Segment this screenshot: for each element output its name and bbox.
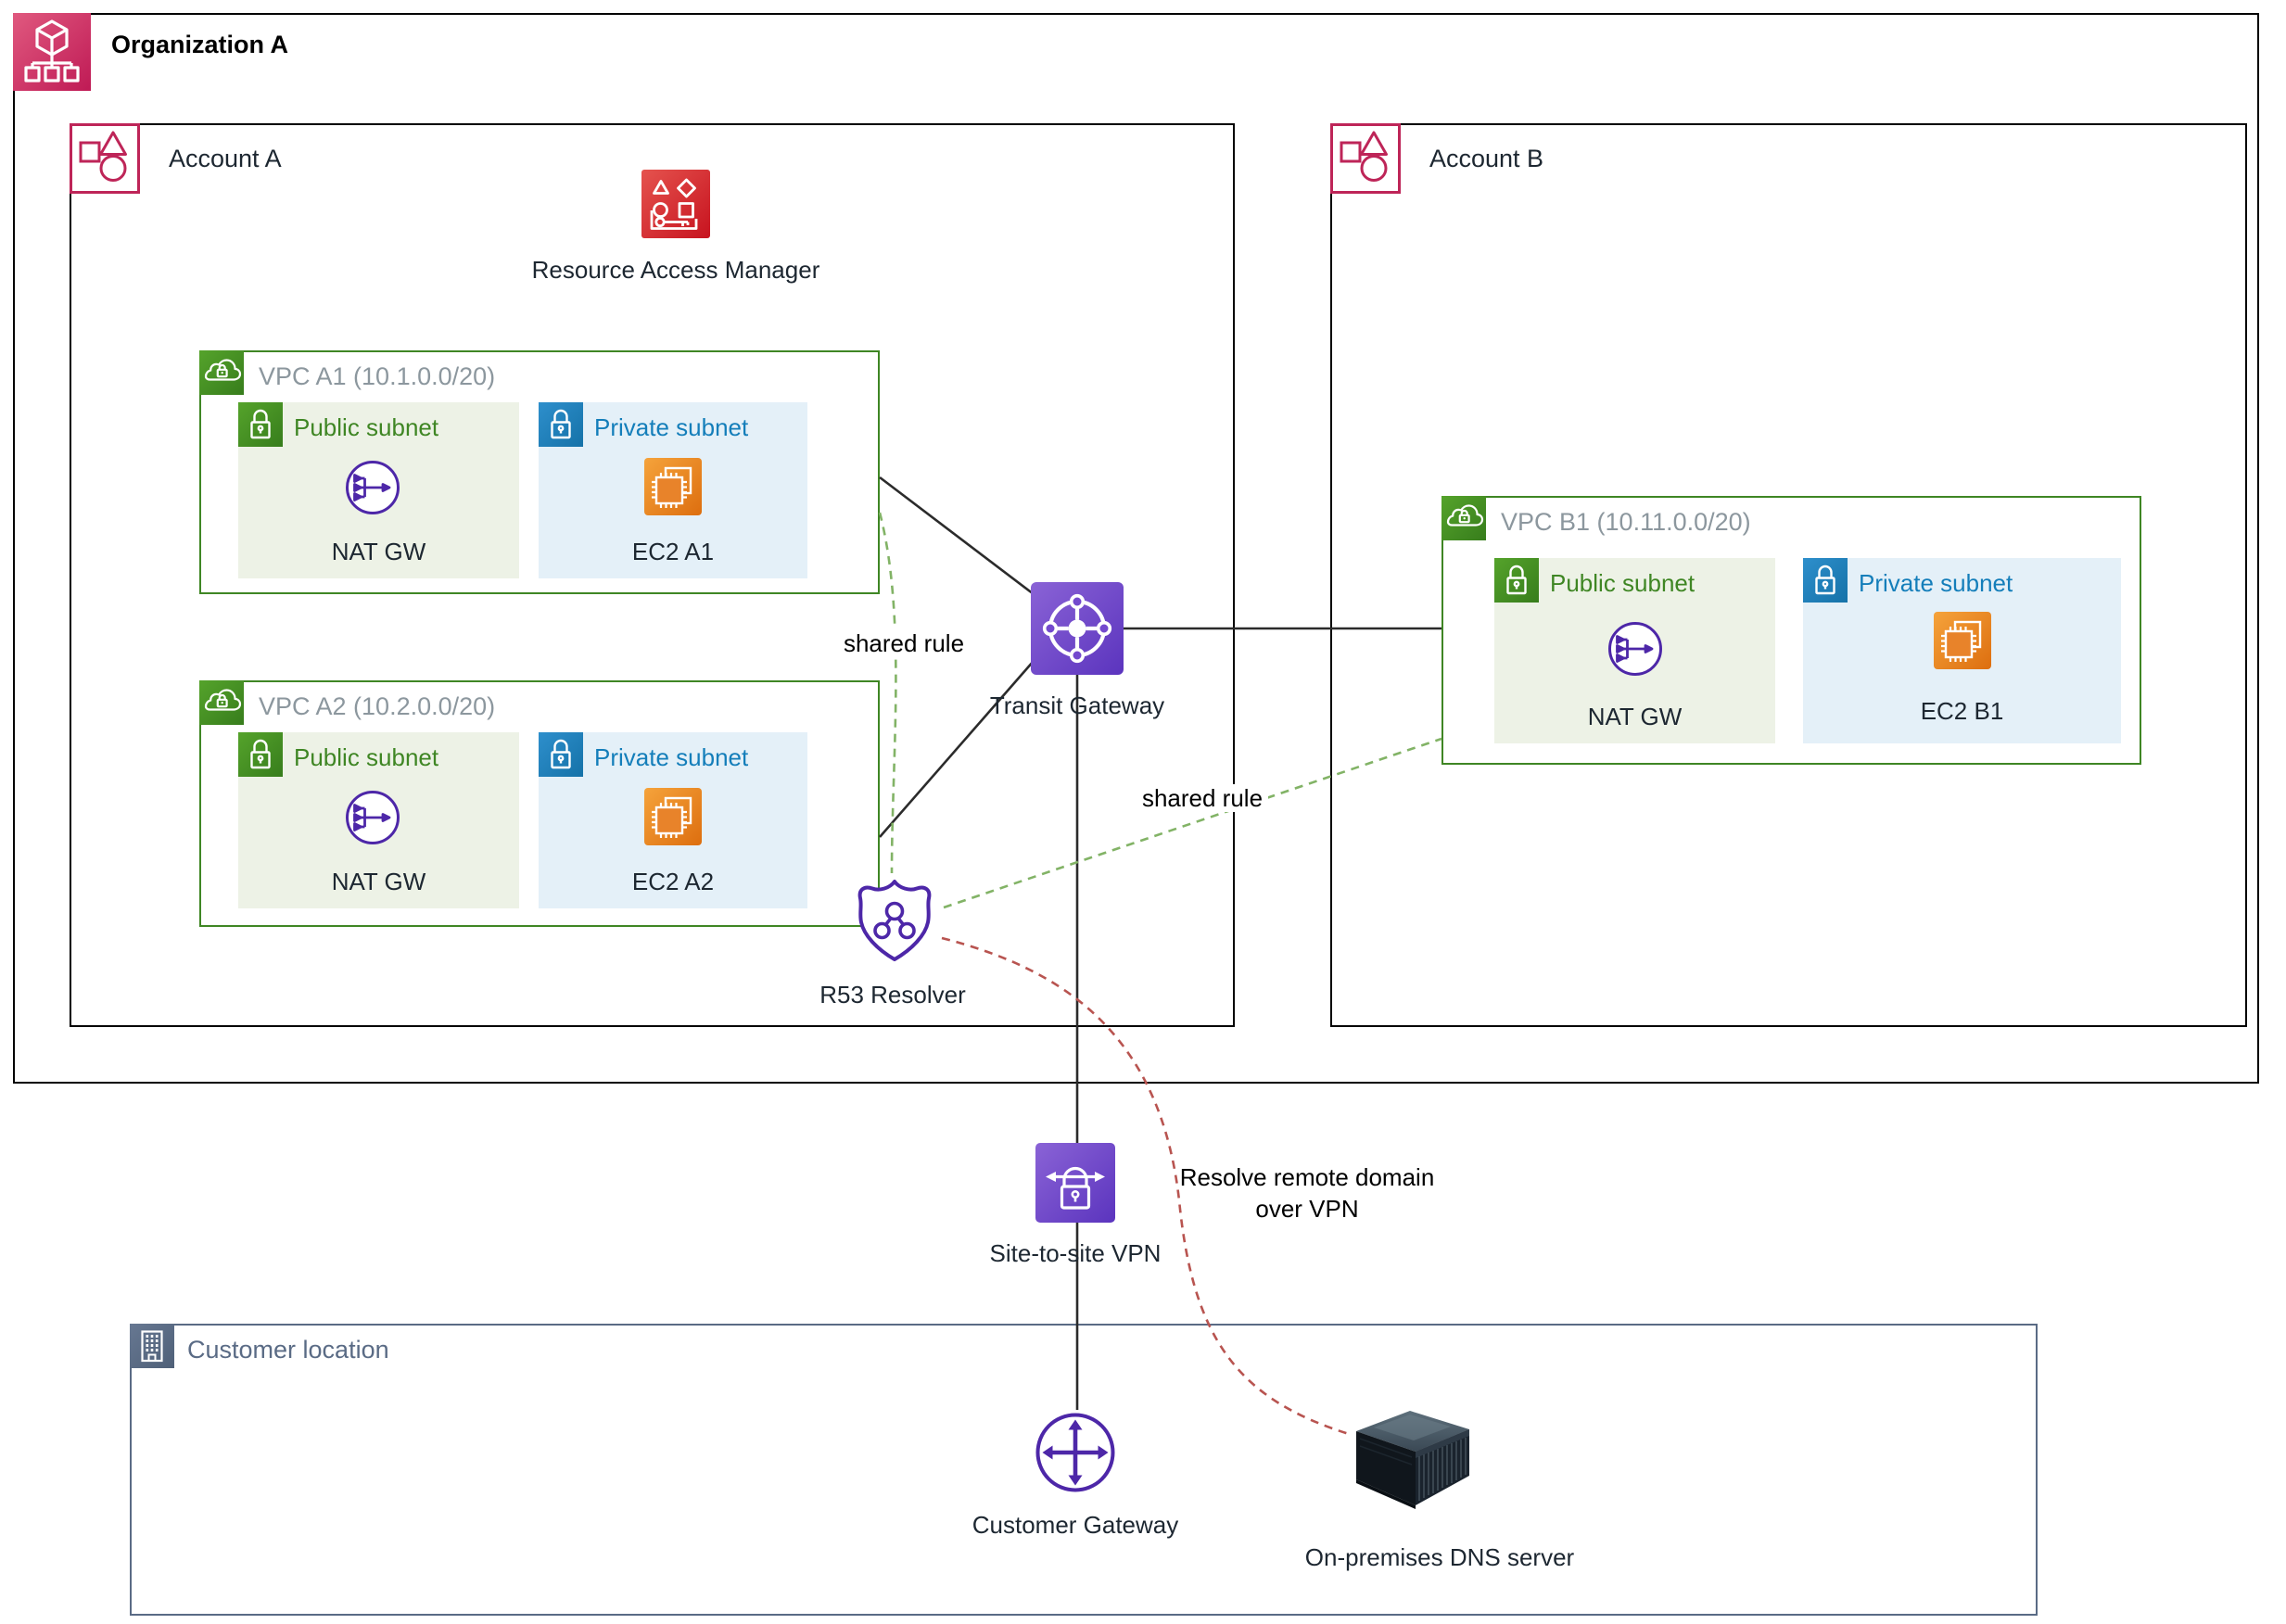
private-subnet-lock-icon [1803,558,1848,603]
account-a-container [70,123,1235,1027]
public-subnet-lock-icon [1494,558,1539,603]
site-to-site-vpn-label: Site-to-site VPN [989,1239,1162,1267]
ec2-label: EC2 B1 [1920,697,2004,725]
ec2-label: EC2 A1 [631,538,715,565]
shared-rule-annotation-left: shared rule [811,629,997,658]
organization-a-label: Organization A [111,31,289,58]
vpc-a2-container: VPC A2 (10.2.0.0/20) Public subnet [199,680,880,927]
private-subnet-label: Private subnet [594,743,749,771]
private-subnet-label: Private subnet [1859,569,2013,597]
vpc-b1-title: VPC B1 (10.11.0.0/20) [1501,508,1751,536]
vpc-icon [199,350,244,395]
vpc-icon [199,680,244,725]
public-subnet-label: Public subnet [294,743,439,771]
r53-resolver-icon [848,876,941,972]
nat-gw-label: NAT GW [1587,703,1683,730]
customer-location-label: Customer location [187,1336,389,1364]
ec2-icon [644,458,702,515]
shared-rule-annotation-right: shared rule [1110,784,1295,813]
account-b-label: Account B [1429,145,1544,172]
dns-server-image [1332,1402,1494,1511]
account-b-container [1330,123,2247,1027]
private-subnet-label: Private subnet [594,413,749,441]
customer-gateway-label: Customer Gateway [972,1511,1179,1539]
vpc-a2-title: VPC A2 (10.2.0.0/20) [259,692,496,720]
public-subnet-label: Public subnet [294,413,439,441]
vpc-a1-private-subnet: Private subnet EC2 A1 [539,402,807,578]
dns-server-label: On-premises DNS server [1304,1543,1575,1571]
public-subnet-lock-icon [238,402,283,447]
customer-gateway-icon [1033,1410,1118,1495]
site-to-site-vpn-icon [1035,1143,1115,1223]
vpc-a2-private-subnet: Private subnet EC2 A2 [539,732,807,908]
resolve-remote-domain-annotation: Resolve remote domain over VPN [1179,1163,1435,1223]
account-a-icon [70,123,140,194]
r53-resolver-label: R53 Resolver [819,981,966,1009]
private-subnet-lock-icon [539,402,583,447]
nat-gateway-icon [343,788,402,847]
account-a-label: Account A [169,145,282,172]
organizations-icon [13,13,91,91]
nat-gateway-icon [343,458,402,517]
vpc-a1-title: VPC A1 (10.1.0.0/20) [259,362,496,390]
ec2-label: EC2 A2 [631,868,715,895]
private-subnet-lock-icon [539,732,583,777]
account-b-icon [1330,123,1401,194]
ec2-icon [1934,612,1991,669]
vpc-a2-public-subnet: Public subnet NAT GW [238,732,519,908]
vpc-b1-public-subnet: Public subnet NAT GW [1494,558,1775,743]
transit-gateway-icon [1031,582,1124,675]
vpc-b1-container: VPC B1 (10.11.0.0/20) Public subnet [1441,496,2141,765]
resource-access-manager-icon [641,170,710,238]
vpc-b1-private-subnet: Private subnet EC2 B1 [1803,558,2121,743]
public-subnet-lock-icon [238,732,283,777]
transit-gateway-label: Transit Gateway [989,691,1165,719]
ram-label: Resource Access Manager [531,256,820,284]
vpc-a1-public-subnet: Public subnet NAT GW [238,402,519,578]
nat-gateway-icon [1606,619,1665,679]
nat-gw-label: NAT GW [331,868,426,895]
nat-gw-label: NAT GW [331,538,426,565]
ec2-icon [644,788,702,845]
public-subnet-label: Public subnet [1550,569,1695,597]
customer-location-icon [130,1324,174,1368]
vpc-a1-container: VPC A1 (10.1.0.0/20) Public subnet [199,350,880,594]
vpc-icon [1441,496,1486,540]
